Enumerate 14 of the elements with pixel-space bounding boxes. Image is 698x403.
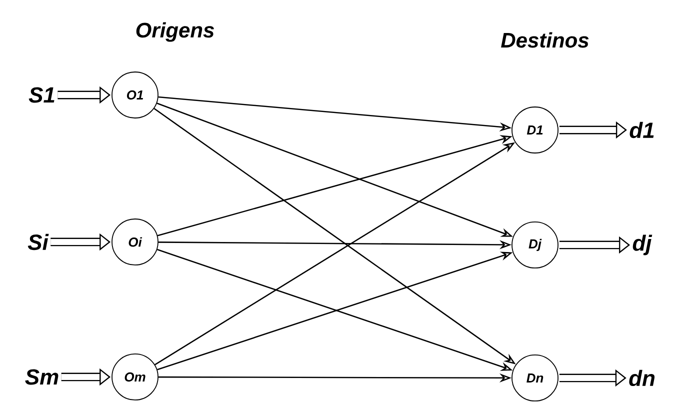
node-label: Sm xyxy=(25,369,58,385)
circle-node: Dj xyxy=(512,222,558,268)
circle-node: Om xyxy=(112,354,158,400)
column-heading: Destinos xyxy=(501,32,589,48)
node-label: Si xyxy=(28,234,49,250)
node-label: d1 xyxy=(630,122,654,138)
circle-node: O1 xyxy=(112,72,158,118)
node-label: dj xyxy=(632,234,652,256)
circle-node: Oi xyxy=(112,218,158,266)
node-label: dn xyxy=(629,370,655,386)
circle-node: Dn xyxy=(512,354,558,402)
circle-node: D1 xyxy=(512,106,558,154)
column-heading: Origens xyxy=(136,22,214,42)
node-label: S1 xyxy=(28,87,54,103)
